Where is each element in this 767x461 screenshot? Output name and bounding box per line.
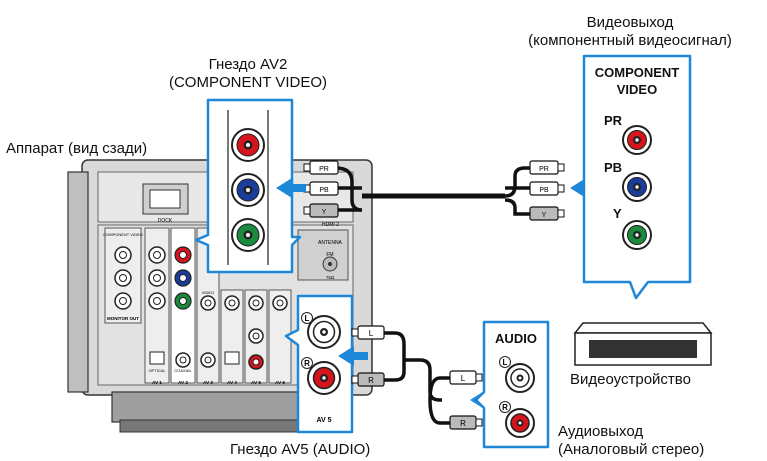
audio-out-line1: Аудиовыход <box>558 423 644 440</box>
plug-r-left-label: R <box>368 376 374 385</box>
device-audio-callout: L R <box>474 320 550 449</box>
plug-l-left-label: L <box>369 329 374 338</box>
device-r-marker: R <box>502 403 508 412</box>
av2-callout <box>194 98 302 274</box>
device-component-title-line2: VIDEO <box>616 82 658 97</box>
av3-label: AV 3 <box>203 380 213 385</box>
video-arrow-right-icon <box>570 178 594 198</box>
av5-l-marker: L <box>305 314 310 323</box>
av2-title-line1: Гнездо AV2 <box>208 56 288 73</box>
plug-r-left: R <box>351 372 385 387</box>
video-device <box>573 322 713 366</box>
plug-pr-left-label: PR <box>319 166 329 173</box>
plug-y-right-label: Y <box>542 212 547 219</box>
device-l-marker: L <box>503 358 508 367</box>
plug-pr-right: PR <box>529 160 565 175</box>
plug-pb-right: PB <box>529 181 565 196</box>
device-pr-label: PR <box>604 113 623 128</box>
fm-ohm-label: 75Ω <box>326 275 335 280</box>
plug-y-left-label: Y <box>322 209 327 216</box>
device-pb-label: PB <box>604 160 623 175</box>
component-video-label: COMPONENT VIDEO <box>103 232 143 237</box>
plug-r-right: R <box>449 415 483 430</box>
plug-pr-right-label: PR <box>539 166 549 173</box>
monitor-out-label: MONITOR OUT <box>107 316 139 321</box>
device-audio-title: AUDIO <box>495 331 537 346</box>
plug-y-left: Y <box>303 203 339 218</box>
av5-callout: L R AV 5 <box>284 294 354 434</box>
video-out-line2: (компонентный видеосигнал) <box>528 32 732 49</box>
optical-label-1: OPTICAL <box>148 368 166 373</box>
plug-l-right: L <box>449 370 483 385</box>
av5-r-marker: R <box>304 359 310 368</box>
hdmi2-label: HDMI 2 <box>322 222 339 228</box>
coaxial-label-1: COAXIAL <box>174 368 192 373</box>
plug-l-right-label: L <box>461 374 466 383</box>
av5-zoom-label: AV 5 <box>316 417 331 424</box>
video-arrow-left-icon <box>276 178 306 198</box>
receiver-rear-panel: DOCK ANTENNA FM 75Ω HDMI 2 COMPONENT VID… <box>67 159 373 433</box>
av2-label: AV 2 <box>178 380 188 385</box>
plug-pb-left-label: PB <box>319 187 329 194</box>
video-device-label: Видеоустройство <box>570 371 691 388</box>
av5-label: AV 5 <box>251 380 261 385</box>
av4-label: AV 4 <box>227 380 237 385</box>
audio-out-line2: (Аналоговый стерео) <box>558 441 705 458</box>
video-label: VIDEO <box>202 290 214 295</box>
antenna-label: ANTENNA <box>318 240 343 246</box>
receiver-label: Аппарат (вид сзади) <box>6 140 148 157</box>
video-out-line1: Видеовыход <box>586 14 674 31</box>
plug-pr-left: PR <box>303 160 339 175</box>
plug-y-right: Y <box>529 206 565 221</box>
plug-l-left: L <box>351 325 385 340</box>
device-component-title-line1: COMPONENT <box>594 65 680 80</box>
av6-label: AV 6 <box>275 380 285 385</box>
av5-title: Гнездо AV5 (AUDIO) <box>230 441 371 458</box>
component-video-cable <box>335 166 532 216</box>
plug-pb-left: PB <box>303 181 339 196</box>
dock-label: DOCK <box>158 218 173 224</box>
plug-pb-right-label: PB <box>539 187 549 194</box>
plug-r-right-label: R <box>460 419 466 428</box>
fm-label: FM <box>326 252 333 258</box>
av1-label: AV 1 <box>152 380 162 385</box>
device-component-video-callout <box>582 54 692 300</box>
audio-cable <box>384 331 450 425</box>
audio-arrow-left-icon <box>338 346 368 366</box>
av2-title-line2: (COMPONENT VIDEO) <box>168 74 328 91</box>
device-y-label: Y <box>613 206 622 221</box>
